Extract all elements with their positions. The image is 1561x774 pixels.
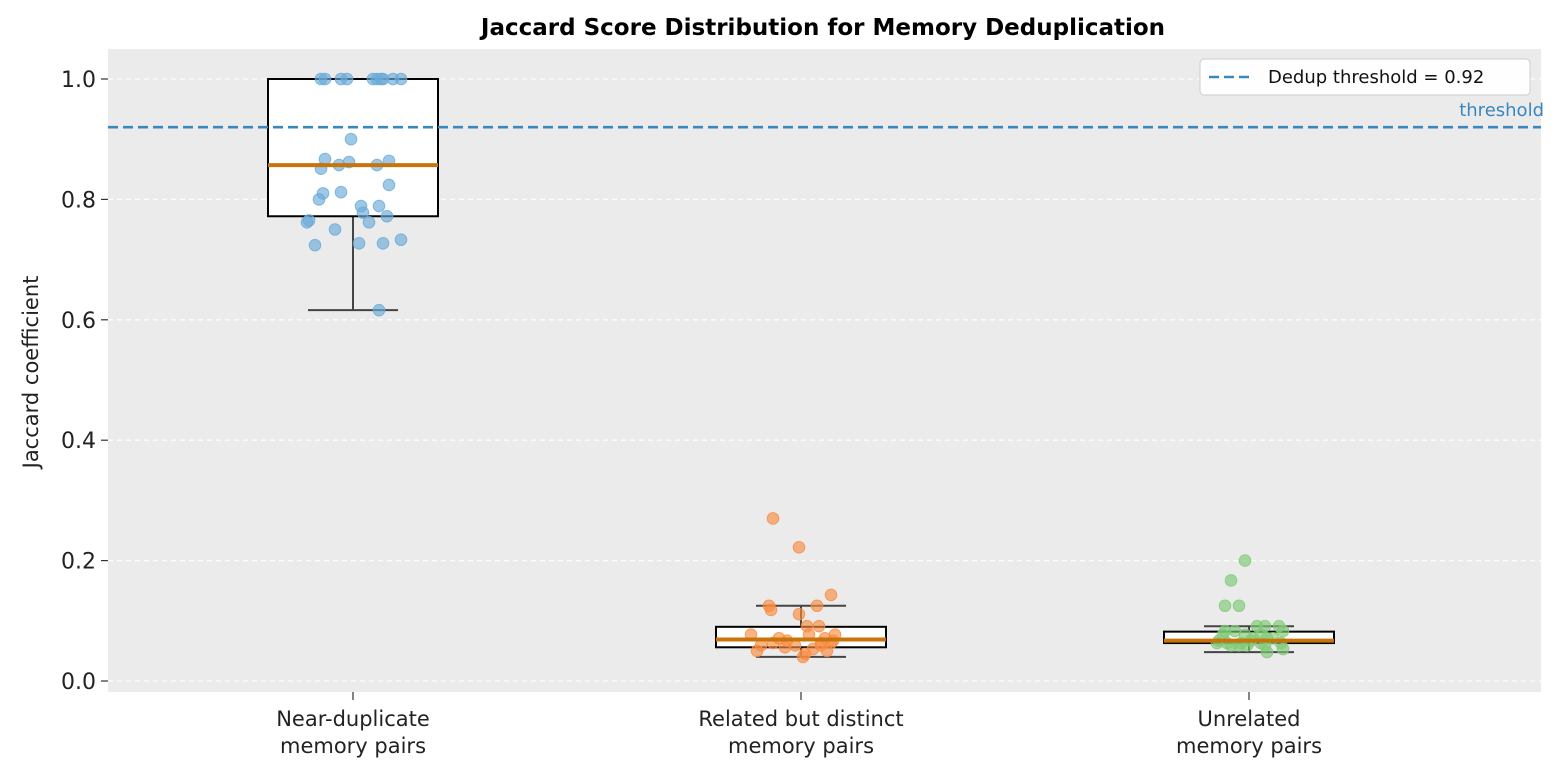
data-point <box>1260 645 1274 659</box>
data-point <box>792 607 806 621</box>
data-point <box>372 199 386 213</box>
data-point <box>362 215 376 229</box>
data-point <box>382 178 396 192</box>
data-point <box>812 619 826 633</box>
data-point <box>340 72 354 86</box>
legend-box <box>1199 58 1531 96</box>
data-point <box>1276 642 1290 656</box>
data-point <box>1238 554 1252 567</box>
iqr-box <box>267 78 439 218</box>
data-point <box>334 185 348 199</box>
data-point <box>1276 624 1290 638</box>
y-tick-label: 0.2 <box>61 550 96 575</box>
data-point <box>1232 599 1246 613</box>
data-point <box>394 72 408 86</box>
y-tick-label: 1.0 <box>61 68 96 93</box>
data-point <box>824 588 838 602</box>
data-point <box>810 599 824 613</box>
data-point <box>328 223 342 236</box>
data-point <box>376 237 390 250</box>
data-point <box>308 238 322 252</box>
data-point <box>792 541 806 554</box>
data-point <box>394 233 408 247</box>
threshold-label: threshold <box>1459 100 1544 121</box>
chart-title: Jaccard Score Distribution for Memory De… <box>479 15 1165 41</box>
y-tick-label: 0.0 <box>61 670 96 695</box>
data-point <box>302 214 316 227</box>
data-point <box>750 644 764 658</box>
data-point <box>344 132 358 146</box>
data-point <box>766 512 780 525</box>
data-point <box>312 193 326 206</box>
y-tick-label: 0.6 <box>61 309 96 334</box>
data-point <box>356 206 370 219</box>
data-point <box>318 72 332 86</box>
legend: Dedup threshold = 0.92 <box>1199 58 1531 96</box>
y-tick-label: 0.8 <box>61 188 96 213</box>
data-point <box>1224 574 1238 587</box>
data-point <box>796 650 810 664</box>
data-point <box>370 72 384 86</box>
data-point <box>1218 599 1232 613</box>
legend-label: Dedup threshold = 0.92 <box>1268 67 1484 88</box>
data-point <box>380 209 394 223</box>
data-point <box>372 303 386 317</box>
data-point <box>764 603 778 617</box>
data-point <box>778 640 792 654</box>
box-group <box>267 78 439 312</box>
data-point <box>352 237 366 250</box>
y-tick-label: 0.4 <box>61 429 96 454</box>
y-axis-label: Jaccard coefficient <box>19 276 43 471</box>
